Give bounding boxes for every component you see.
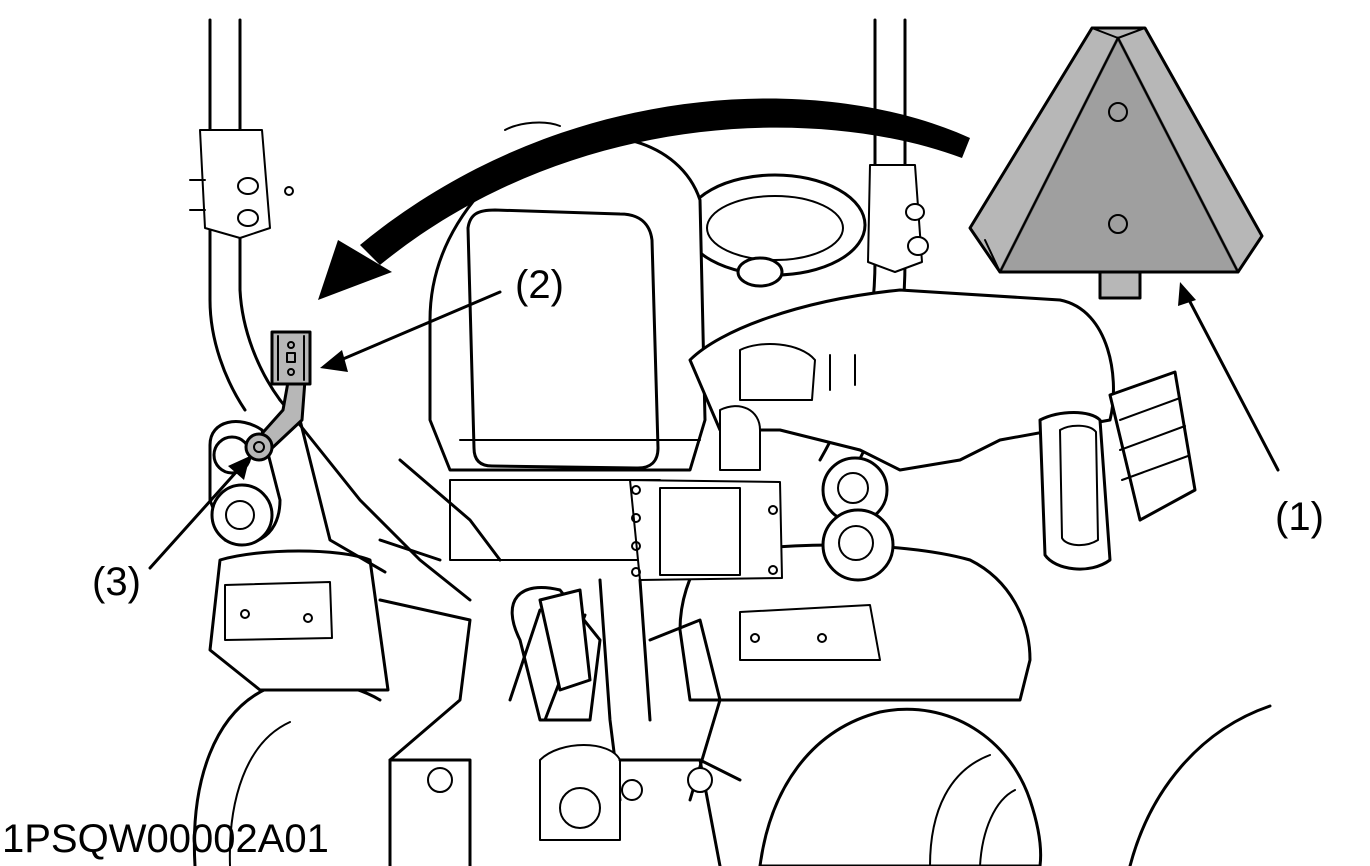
smv-bracket-part <box>256 330 312 452</box>
left-fender <box>208 549 390 692</box>
leader-lines <box>148 282 1280 570</box>
mounting-bolt-part <box>244 432 274 462</box>
smv-emblem-part <box>968 26 1264 300</box>
right-fender <box>678 288 1197 702</box>
right-rear-tire <box>758 704 1272 866</box>
rear-hitch-mechanism <box>278 343 856 866</box>
operator-seat <box>428 121 707 472</box>
figure-id: 1PSQW00002A01 <box>2 817 329 861</box>
left-pivot-knuckles <box>208 420 282 547</box>
right-pivot-knuckles <box>821 456 895 582</box>
steering-wheel <box>683 173 867 288</box>
move-direction-arrow <box>318 98 970 300</box>
callout-1-label: (1) <box>1275 495 1324 539</box>
callout-2-label: (2) <box>515 263 564 307</box>
left-rops-post <box>189 18 294 412</box>
callout-3-label: (3) <box>92 560 141 604</box>
